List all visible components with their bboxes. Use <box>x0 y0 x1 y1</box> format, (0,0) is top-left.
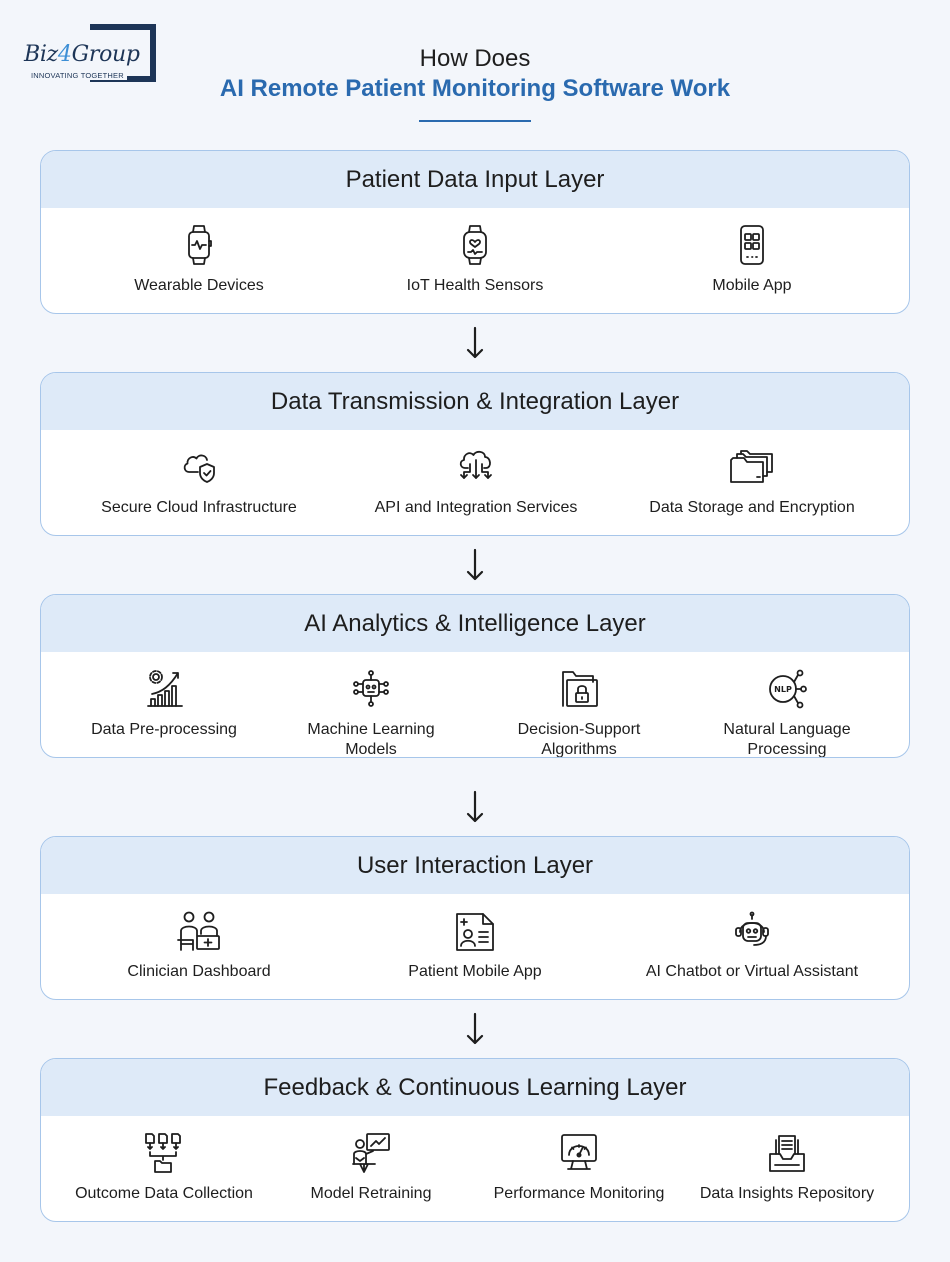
item-label: AI Chatbot or Virtual Assistant <box>645 963 859 980</box>
layer-title: Data Transmission & Integration Layer <box>41 373 909 430</box>
item-model-retraining: Model Retraining <box>291 1132 451 1204</box>
flow-arrow-down-icon <box>466 548 484 581</box>
layer-ai-analytics-intelligence: AI Analytics & Intelligence Layer Data P… <box>40 594 910 758</box>
svg-text:NLP: NLP <box>774 685 792 694</box>
item-label: Machine Learning Models <box>307 721 435 758</box>
item-machine-learning-models: Machine Learning Models <box>291 668 451 758</box>
data-collection-icon <box>145 1133 181 1173</box>
item-label: Outcome Data Collection <box>75 1185 253 1202</box>
item-ai-chatbot-virtual-assistant: AI Chatbot or Virtual Assistant <box>627 910 877 982</box>
brand-logo: Biz4Group INNOVATING TOGETHER <box>24 24 158 84</box>
item-patient-mobile-app: Patient Mobile App <box>390 910 560 982</box>
layer-title: AI Analytics & Intelligence Layer <box>41 595 909 652</box>
presenter-icon <box>352 1133 390 1173</box>
item-outcome-data-collection: Outcome Data Collection <box>61 1132 267 1204</box>
flow-arrow-down-icon <box>466 790 484 823</box>
layer-feedback-continuous-learning: Feedback & Continuous Learning Layer Out… <box>40 1058 910 1222</box>
gauge-monitor-icon <box>561 1134 597 1170</box>
item-secure-cloud-infrastructure: Secure Cloud Infrastructure <box>89 446 309 518</box>
item-api-integration-services: API and Integration Services <box>361 446 591 518</box>
layer-data-transmission-integration: Data Transmission & Integration Layer Se… <box>40 372 910 536</box>
item-label: Mobile App <box>712 277 792 294</box>
flow-arrow-down-icon <box>466 1012 484 1045</box>
item-label: Wearable Devices <box>134 277 264 294</box>
chatbot-icon <box>735 911 769 946</box>
item-label: Natural Language Processing <box>723 721 851 758</box>
mobile-phone-icon <box>740 225 764 265</box>
cloud-network-icon <box>459 450 492 479</box>
locked-folder-icon <box>562 671 598 707</box>
item-label: Clinician Dashboard <box>127 963 271 980</box>
item-wearable-devices: Wearable Devices <box>129 224 269 296</box>
item-label: Performance Monitoring <box>493 1185 665 1202</box>
inbox-tray-icon <box>769 1135 805 1172</box>
item-label: Data Pre-processing <box>91 721 237 738</box>
nlp-icon: NLP <box>769 669 807 709</box>
item-data-insights-repository: Data Insights Repository <box>683 1132 891 1204</box>
flow-arrow-down-icon <box>466 326 484 359</box>
layer-title: Patient Data Input Layer <box>41 151 909 208</box>
logo-wordmark: Biz4Group <box>24 42 143 67</box>
layer-patient-data-input: Patient Data Input Layer Wearable Device… <box>40 150 910 314</box>
item-label: Data Insights Repository <box>699 1185 875 1202</box>
smartwatch-icon <box>188 225 212 265</box>
item-label: API and Integration Services <box>374 499 578 516</box>
item-label: Model Retraining <box>310 1185 432 1202</box>
item-mobile-app: Mobile App <box>692 224 812 296</box>
item-label: Decision-Support Algorithms <box>517 721 641 758</box>
patient-record-icon <box>456 913 494 951</box>
heading-underline <box>419 120 531 122</box>
logo-tagline: INNOVATING TOGETHER <box>31 71 127 80</box>
layer-title: Feedback & Continuous Learning Layer <box>41 1059 909 1116</box>
item-iot-health-sensors: IoT Health Sensors <box>395 224 555 296</box>
item-performance-monitoring: Performance Monitoring <box>479 1132 679 1204</box>
layer-title: User Interaction Layer <box>41 837 909 894</box>
item-data-storage-encryption: Data Storage and Encryption <box>636 446 868 518</box>
item-decision-support-algorithms: Decision-Support Algorithms <box>499 668 659 758</box>
item-label: IoT Health Sensors <box>406 277 544 294</box>
clinicians-icon <box>177 911 220 951</box>
gear-chart-icon <box>147 670 183 707</box>
cloud-shield-icon <box>183 454 215 483</box>
folders-icon <box>730 450 773 483</box>
robot-chip-icon <box>353 670 389 707</box>
layer-user-interaction: User Interaction Layer Clinician Dashboa… <box>40 836 910 1000</box>
item-label: Patient Mobile App <box>408 963 542 980</box>
item-natural-language-processing: NLP Natural Language Processing <box>707 668 867 758</box>
item-label: Data Storage and Encryption <box>649 499 855 516</box>
item-clinician-dashboard: Clinician Dashboard <box>111 910 287 982</box>
heading-line-2: AI Remote Patient Monitoring Software Wo… <box>219 75 731 102</box>
item-label: Secure Cloud Infrastructure <box>101 499 297 516</box>
page-heading: How Does AI Remote Patient Monitoring So… <box>0 44 950 104</box>
heading-line-1: How Does <box>419 45 531 72</box>
item-data-preprocessing: Data Pre-processing <box>79 668 249 740</box>
health-tracker-icon <box>463 225 487 265</box>
